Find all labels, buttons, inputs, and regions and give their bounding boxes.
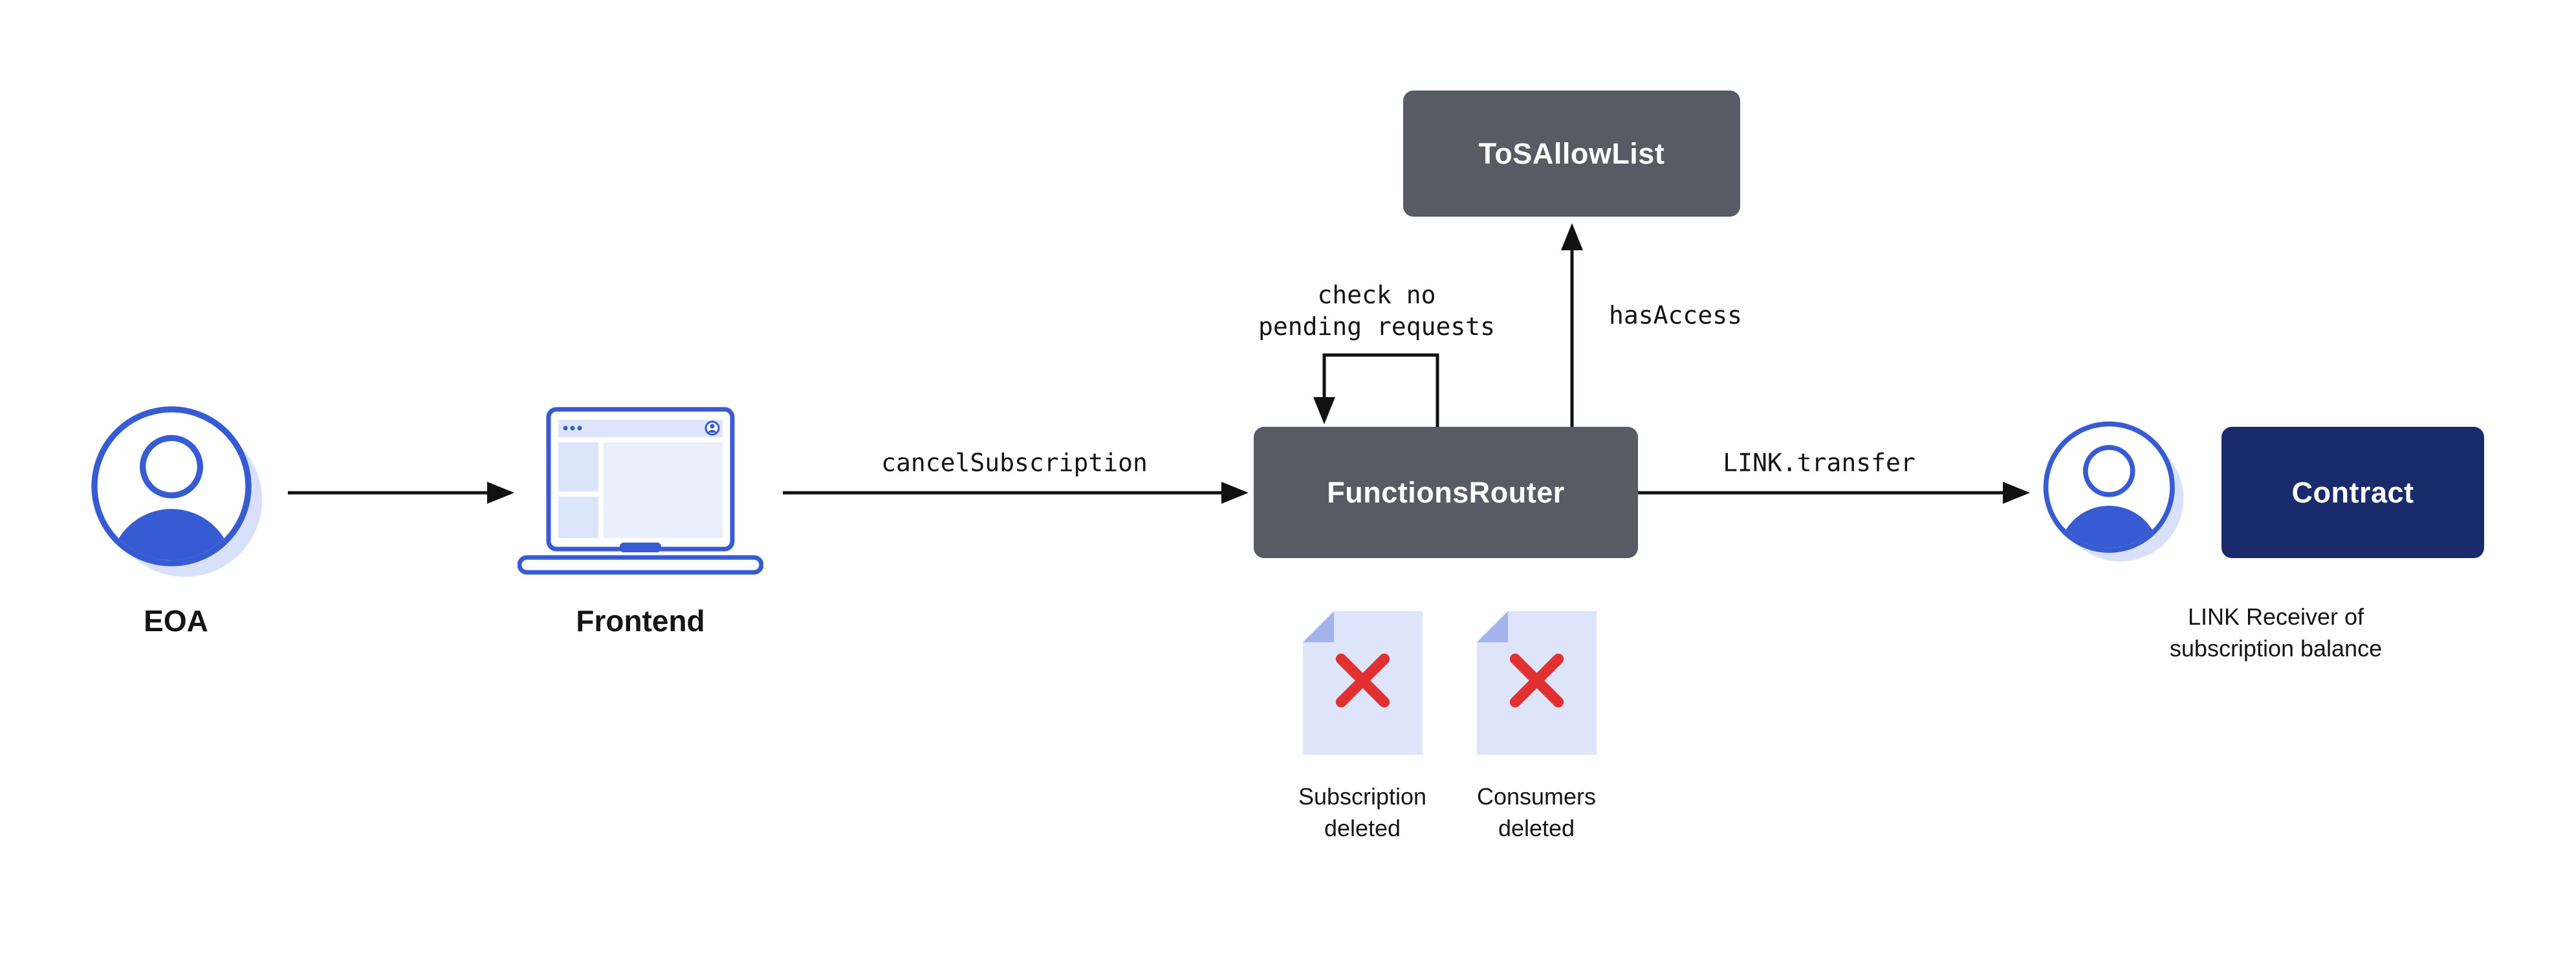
subscription-deleted-line1: Subscription bbox=[1298, 783, 1427, 810]
edge-label-has-access: hasAccess bbox=[1609, 301, 1742, 330]
subscription-deleted-doc-icon bbox=[1303, 611, 1423, 755]
arrowhead-router-to-receiver bbox=[2003, 482, 2030, 504]
consumers-deleted-line1: Consumers bbox=[1476, 783, 1597, 810]
edge-label-cancel-subscription: cancelSubscription bbox=[881, 448, 1148, 477]
edge-label-link-transfer: LINK.transfer bbox=[1723, 448, 1916, 477]
functions-router-label: FunctionsRouter bbox=[1327, 475, 1565, 509]
arrowhead-router-self-loop bbox=[1313, 397, 1335, 424]
edge-label-check-loop-line2: pending requests bbox=[1258, 312, 1496, 341]
subscription-deleted-line2: deleted bbox=[1324, 814, 1401, 841]
arrowhead-frontend-to-router bbox=[1221, 482, 1249, 504]
arrowhead-router-to-tosallowlist bbox=[1561, 223, 1583, 250]
eoa-avatar-icon bbox=[91, 406, 262, 577]
link-receiver-caption-line1: LINK Receiver of bbox=[2187, 603, 2364, 630]
consumers-deleted-line2: deleted bbox=[1498, 814, 1575, 841]
eoa-label: EOA bbox=[144, 604, 208, 638]
arrow-router-self-loop bbox=[1322, 353, 1439, 427]
edge-label-check-loop-line1: check no bbox=[1317, 281, 1436, 309]
tos-allow-list-node: ToSAllowList bbox=[1403, 91, 1740, 217]
subscription-deleted-caption: Subscription deleted bbox=[1298, 781, 1426, 844]
red-cross-icon bbox=[1335, 653, 1390, 707]
consumers-deleted-doc-icon bbox=[1477, 611, 1597, 755]
contract-node: Contract bbox=[2221, 427, 2484, 558]
contract-label: Contract bbox=[2291, 475, 2414, 509]
frontend-laptop-icon bbox=[518, 407, 763, 575]
edge-label-check-loop: check no pending requests bbox=[1258, 279, 1495, 343]
consumers-deleted-caption: Consumers deleted bbox=[1477, 781, 1596, 844]
frontend-label: Frontend bbox=[576, 604, 705, 638]
link-receiver-caption: LINK Receiver of subscription balance bbox=[2170, 601, 2382, 664]
arrowhead-eoa-to-frontend bbox=[487, 482, 514, 504]
functions-router-node: FunctionsRouter bbox=[1254, 427, 1638, 558]
link-receiver-avatar-icon bbox=[2043, 421, 2184, 562]
tos-allow-list-label: ToSAllowList bbox=[1478, 136, 1665, 170]
link-receiver-caption-line2: subscription balance bbox=[2169, 634, 2383, 662]
red-cross-icon bbox=[1509, 653, 1564, 707]
